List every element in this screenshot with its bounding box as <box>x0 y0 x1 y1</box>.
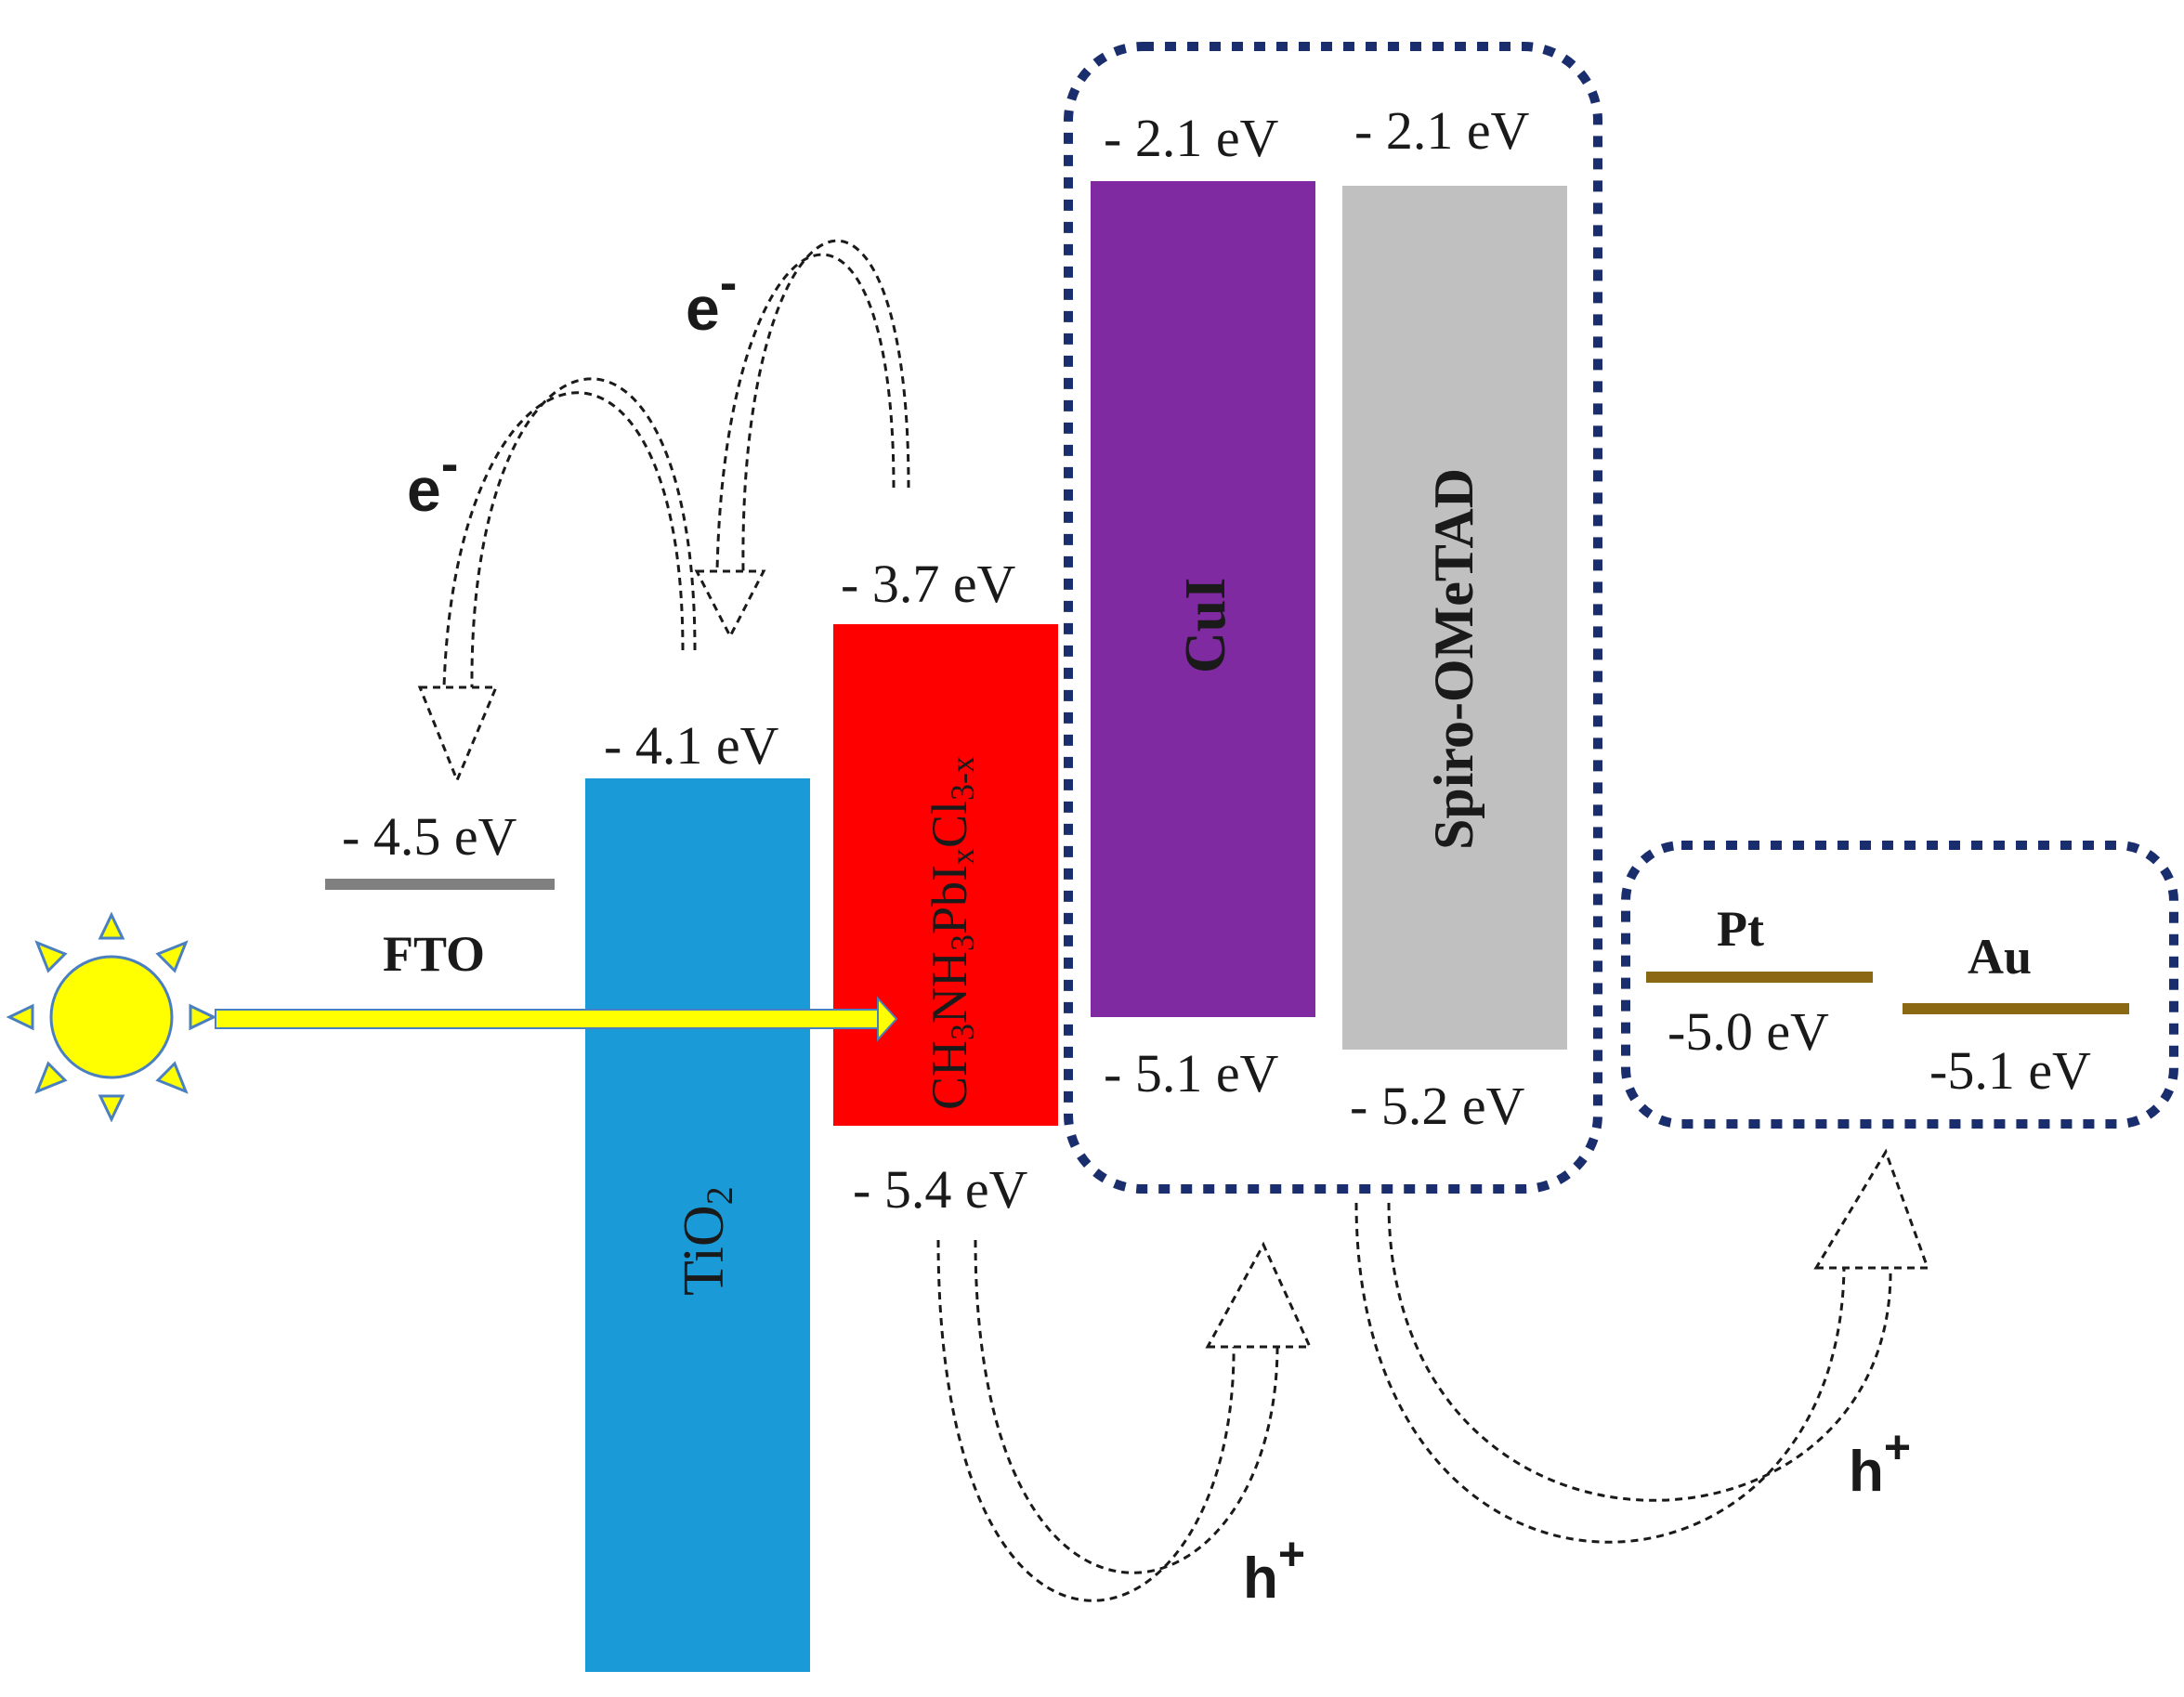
perovskite-band <box>833 624 1058 1126</box>
spiro-band <box>1342 186 1567 1050</box>
electron-transfer-arrow-perovskite-tio2 <box>694 239 910 640</box>
hole-label-1: h+ <box>1243 1528 1305 1611</box>
pt-name-label: Pt <box>1717 901 1764 957</box>
electron-label-2: e- <box>686 253 737 343</box>
cui-top-label: - 2.1 eV <box>1104 108 1279 168</box>
perovskite-name-label: CH3NH3PbIxCl3-x <box>922 756 981 1110</box>
electrode-box <box>1621 841 2178 1129</box>
tio2-band <box>585 778 810 1672</box>
sun-icon <box>6 911 217 1123</box>
hole-label-2: h+ <box>1849 1421 1911 1504</box>
au-name-label: Au <box>1968 929 2032 985</box>
perovskite-bottom-label: - 5.4 eV <box>853 1159 1028 1220</box>
spiro-top-label: - 2.1 eV <box>1354 100 1530 161</box>
au-level-label: -5.1 eV <box>1929 1040 2091 1101</box>
pt-level-label: -5.0 eV <box>1667 1001 1829 1062</box>
light-arrow <box>215 996 898 1042</box>
cui-name-label: CuI <box>1174 578 1237 673</box>
spiro-bottom-label: - 5.2 eV <box>1350 1076 1525 1136</box>
hole-transfer-arrow-spiro-electrode <box>1354 1148 1930 1544</box>
fto-name-label: FTO <box>383 926 485 982</box>
cui-band <box>1091 181 1315 1017</box>
spiro-name-label: Spiro-OMeTAD <box>1423 468 1484 850</box>
electron-transfer-arrow-tio2-fto <box>417 377 697 784</box>
tio2-top-label: - 4.1 eV <box>604 715 779 776</box>
perovskite-top-label: - 3.7 eV <box>841 554 1016 614</box>
fto-level-label: - 4.5 eV <box>342 806 517 867</box>
hole-transfer-arrow-perovskite-cui <box>936 1239 1313 1602</box>
electron-label-1: e- <box>407 434 458 524</box>
cui-bottom-label: - 5.1 eV <box>1104 1043 1279 1103</box>
